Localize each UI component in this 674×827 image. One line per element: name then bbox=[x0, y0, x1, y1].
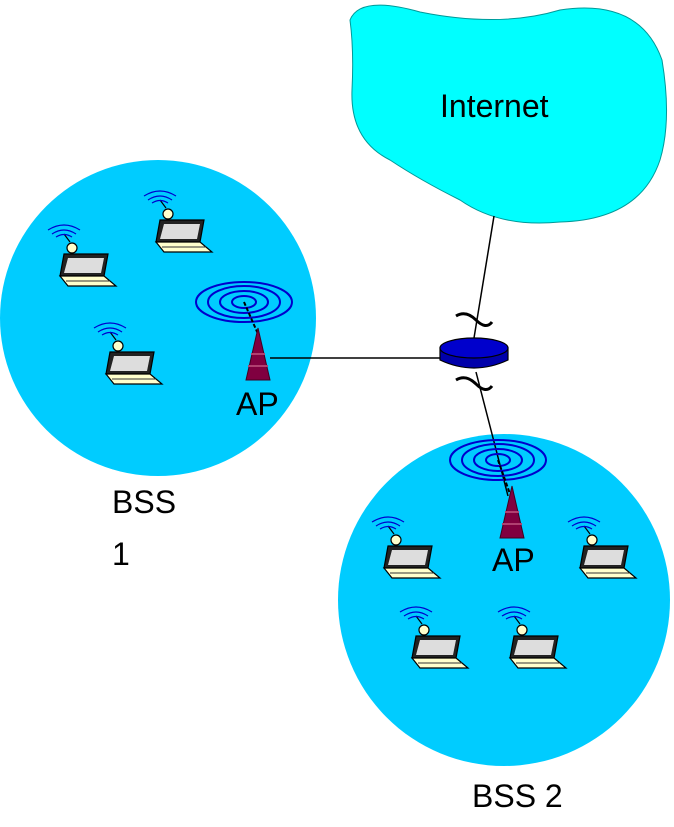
bss1-area bbox=[0, 160, 316, 476]
bss1-label: BSS bbox=[112, 484, 177, 520]
bss2-area bbox=[338, 434, 670, 766]
router-icon bbox=[439, 312, 509, 391]
ap2-label: AP bbox=[492, 542, 535, 578]
internet-label: Internet bbox=[440, 88, 549, 124]
internet-cloud bbox=[349, 4, 668, 224]
bss1-number-label: 1 bbox=[112, 536, 130, 572]
ap1-label: AP bbox=[236, 386, 279, 422]
bss2-label: BSS 2 bbox=[472, 778, 563, 814]
link-internet-router bbox=[473, 215, 495, 339]
